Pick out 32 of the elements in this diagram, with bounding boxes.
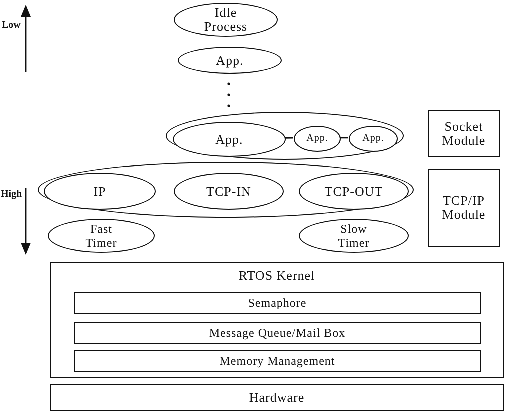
module-box [74, 292, 481, 314]
node-label: App. [306, 132, 328, 146]
process-ellipse [349, 126, 398, 152]
process-ellipse [294, 126, 341, 152]
priority-label: High [1, 189, 22, 200]
module-box [74, 350, 481, 372]
node-label: Hardware [249, 390, 305, 404]
group-ellipse [166, 112, 404, 160]
module-box [74, 322, 481, 344]
node-label: Memory Management [220, 354, 336, 368]
node-label: TCP-OUT [324, 184, 384, 198]
priority-label: Low [2, 20, 21, 31]
module-box [50, 384, 504, 411]
node-label: Idle Process [203, 6, 249, 34]
node-label: Semaphore [248, 296, 307, 310]
node-label: Slow Timer [337, 222, 371, 250]
node-label: App. [216, 54, 244, 68]
connector-line [284, 137, 293, 139]
node-label: TCP-IN [206, 184, 252, 198]
node-label: IP [94, 184, 106, 198]
process-ellipse [173, 122, 286, 157]
kernel-box [50, 262, 504, 378]
group-ellipse [38, 162, 414, 218]
node-label: TCP/IP Module [441, 194, 487, 222]
node-label: App. [216, 132, 244, 146]
node-label: Socket Module [441, 120, 487, 148]
node-label: App. [362, 132, 384, 146]
module-box [428, 169, 500, 247]
kernel-heading: RTOS Kernel [238, 269, 316, 283]
node-label: Message Queue/Mail Box [209, 326, 346, 340]
node-label: Fast Timer [84, 222, 118, 250]
module-box [428, 110, 500, 157]
